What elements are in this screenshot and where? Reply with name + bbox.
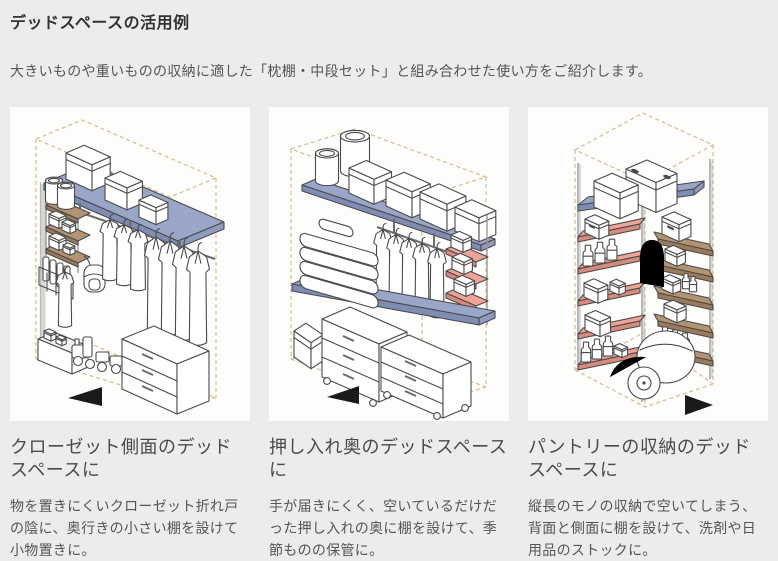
example-heading: 押し入れ奥のデッドスペースに	[269, 437, 508, 480]
side-shelf-unit	[46, 176, 91, 273]
example-card-pantry: パントリーの収納のデッドスペースに 縦長のモノの収納で空いてしまう、背面と側面に…	[528, 107, 768, 561]
example-card-oshiire-back: 押し入れ奥のデッドスペースに 手が届きにくく、空いているだけだった押し入れの奥に…	[269, 107, 509, 561]
example-card-closet-side: クローゼット側面のデッドスペースに 物を置きにくいクローゼット折れ戸の陰に、奥行…	[10, 107, 250, 561]
page-subtitle: 大きいものや重いものの収納に適した「枕棚・中段セット」と組み合わせた使い方をご紹…	[10, 63, 653, 79]
child-jacket	[55, 266, 75, 328]
futon-stack	[300, 218, 378, 309]
example-columns: クローゼット側面のデッドスペースに 物を置きにくいクローゼット折れ戸の陰に、奥行…	[10, 107, 768, 561]
vacuum-cleaner	[591, 240, 695, 399]
left-shelves	[578, 215, 645, 370]
page-title: デッドスペースの活用例	[10, 15, 190, 32]
oshiire-illustration-panel	[269, 107, 509, 421]
drawer-units	[322, 307, 471, 419]
pantry-illustration-panel	[528, 107, 768, 421]
direction-arrow-icon	[327, 386, 359, 404]
right-shelves	[654, 212, 713, 366]
drawer-chest	[122, 326, 209, 414]
example-body: 手が届きにくく、空いているだけだった押し入れの奥に棚を設けて、季節ものの保管に。	[269, 498, 498, 558]
toy-train	[72, 337, 122, 374]
hanger-rod	[376, 219, 460, 257]
pantry-illustration	[573, 112, 715, 415]
example-body: 物を置きにくいクローゼット折れ戸の陰に、奥行きの小さい棚を設けて小物置きに。	[10, 498, 239, 558]
side-shelves	[446, 215, 488, 325]
oshiire-back-illustration	[269, 128, 509, 421]
example-heading: クローゼット側面のデッドスペースに	[10, 437, 232, 480]
closet-side-illustration-panel	[10, 107, 250, 421]
direction-arrow-icon	[68, 387, 102, 406]
direction-arrow-icon	[685, 395, 713, 415]
top-shelf-boxes	[594, 160, 677, 219]
example-body: 縦長のモノの収納で空いてしまう、背面と側面に棚を設けて、洗剤や日用品のストックに…	[528, 498, 757, 558]
backpack	[84, 256, 105, 292]
example-heading: パントリーの収納のデッドスペースに	[528, 437, 751, 480]
closet-side-illustration	[34, 119, 250, 421]
